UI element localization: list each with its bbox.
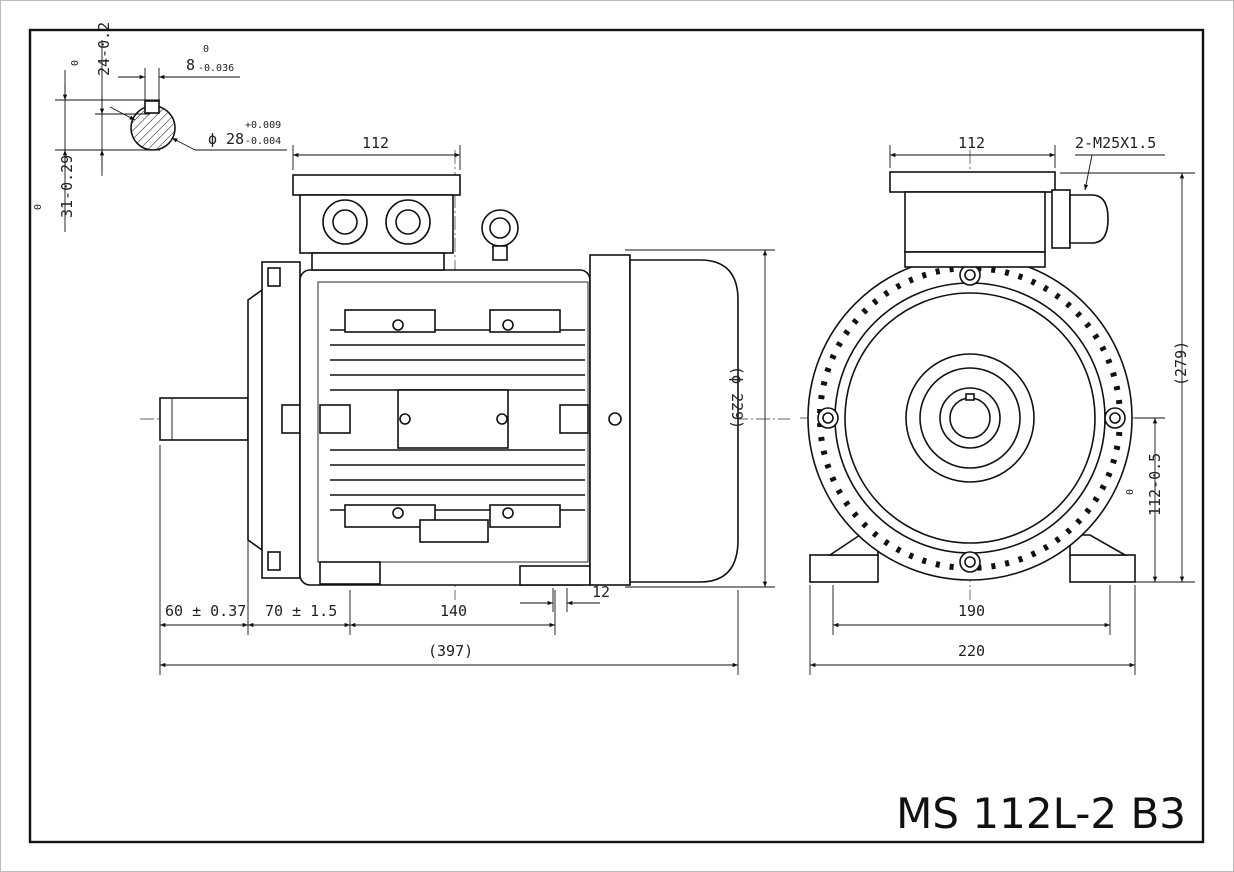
foot-width-label: 220 — [958, 642, 985, 660]
key-width-label: 8 — [186, 56, 195, 74]
shaft — [159, 397, 249, 441]
shaft-diameter-label: ϕ 28 — [208, 130, 244, 148]
dimension-tolerance: +0.009 — [245, 120, 281, 131]
overall-height-label: (279) — [1172, 341, 1190, 386]
key-slot — [144, 100, 160, 114]
nameplate — [397, 389, 509, 449]
foot-left — [809, 554, 879, 583]
front-terminal-box — [904, 191, 1046, 253]
terminal-box-lid — [292, 174, 461, 196]
fan-cover-diameter-label: (ϕ 229) — [728, 366, 746, 429]
overall-length-label: (397) — [428, 642, 473, 660]
shaft-key-section: 8 0 -0.036 24-0.2 0 31-0.29 0 ϕ 28 +0.00… — [33, 22, 287, 232]
drawing-frame — [28, 28, 1205, 844]
foot-right — [1069, 554, 1136, 583]
side-view: 112 60 ± 0.37 70 ± 1.5 140 (397) 12 (ϕ 2… — [140, 134, 790, 675]
dimension-tolerance: 0 — [203, 44, 209, 55]
foot-thickness-label: 12 — [592, 583, 610, 601]
front-view: 112 2-M25X1.5 (279) 112-0.5 0 190 220 — [800, 134, 1195, 675]
front-terminal-box-width-label: 112 — [958, 134, 985, 152]
foot-hole-spacing-label: 140 — [440, 602, 467, 620]
model-title: MS 112L-2 B3 — [896, 789, 1186, 838]
dimension-tolerance: 0 — [70, 60, 81, 66]
dimension-tolerance: -0.036 — [198, 63, 234, 74]
shoulder-to-foot-hole-label: 70 ± 1.5 — [265, 602, 337, 620]
shaft-length-label: 60 ± 0.37 — [165, 602, 246, 620]
front-foot-hole-spacing-label: 190 — [958, 602, 985, 620]
front-terminal-box-lid — [889, 171, 1056, 193]
dimension-tolerance: 0 — [33, 204, 44, 210]
dimension-tolerance: -0.004 — [245, 136, 281, 147]
key-height-label: 31-0.29 — [58, 155, 76, 218]
fan-cover — [629, 259, 739, 583]
cable-gland — [1069, 194, 1109, 244]
key-depth-label: 24-0.2 — [95, 22, 113, 76]
side-terminal-box-width-label: 112 — [362, 134, 389, 152]
cable-gland-label: 2-M25X1.5 — [1075, 134, 1156, 152]
dimension-tolerance: 0 — [1125, 489, 1136, 495]
foot — [319, 561, 381, 585]
shaft-height-label: 112-0.5 — [1146, 453, 1164, 516]
